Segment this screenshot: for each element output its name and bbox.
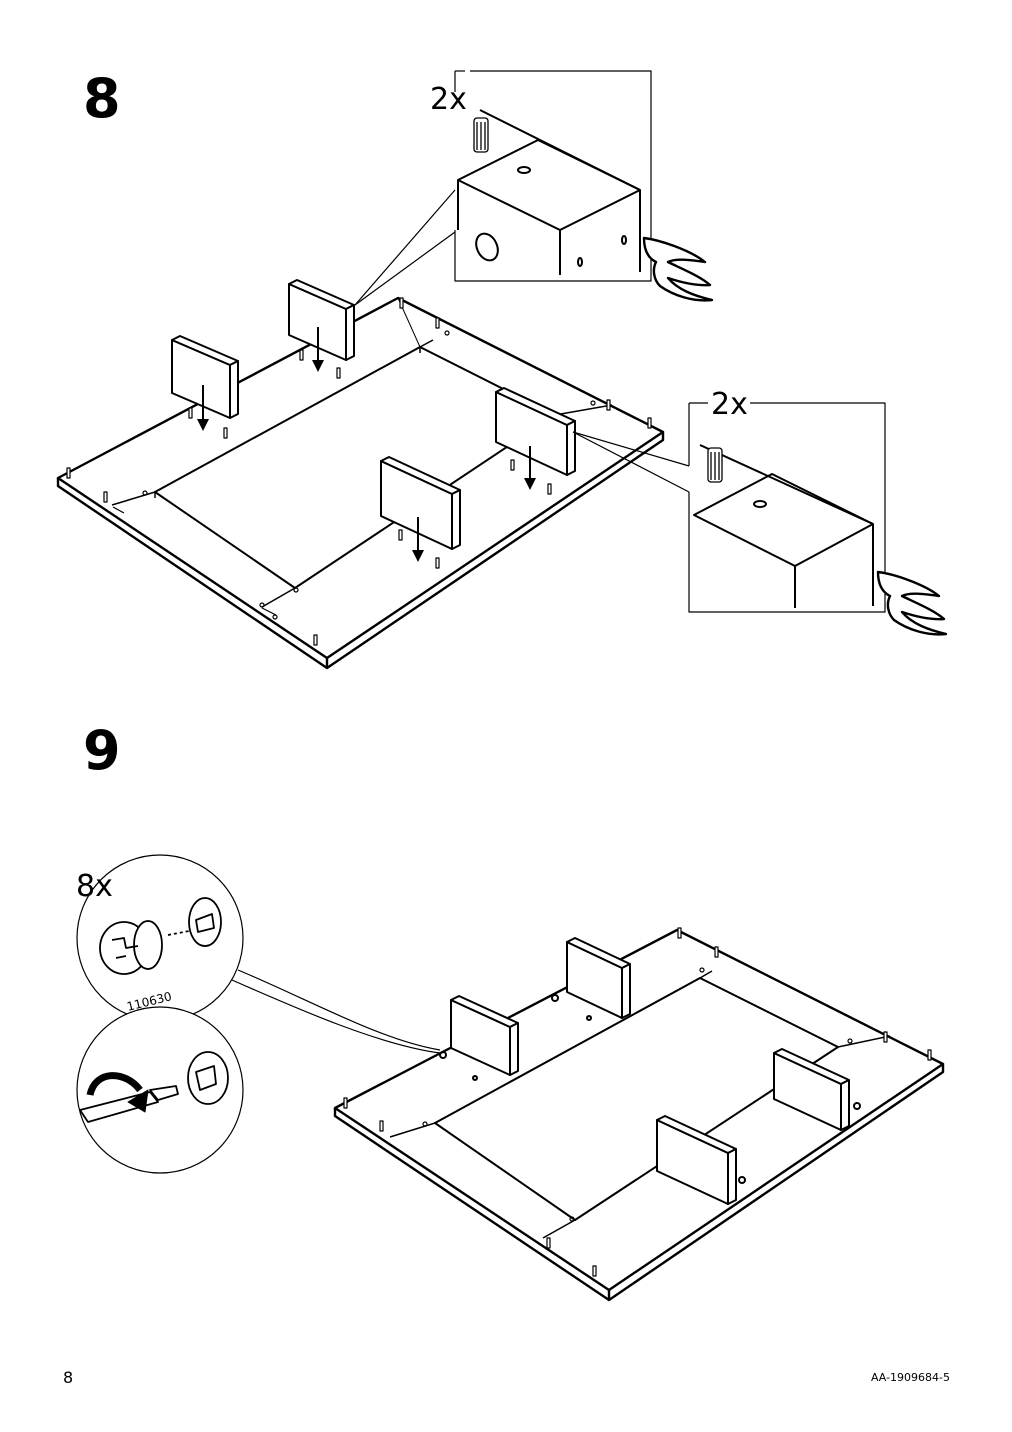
step-8-illustration bbox=[56, 70, 948, 670]
step-8-number: 8 bbox=[83, 67, 121, 130]
callout-detail-1 bbox=[354, 70, 714, 306]
standing-block-1 bbox=[439, 995, 519, 1081]
dowel-pins bbox=[66, 297, 652, 646]
support-block-4 bbox=[380, 456, 461, 562]
step-9-illustration bbox=[76, 854, 945, 1302]
standing-block-2 bbox=[551, 937, 631, 1021]
support-block-1 bbox=[171, 335, 239, 431]
pointing-hand-icon-2 bbox=[876, 570, 948, 636]
cam-lock-callout bbox=[76, 854, 441, 1054]
cam-lock-icon bbox=[99, 897, 222, 975]
screwdriver-callout bbox=[76, 1006, 244, 1174]
standing-block-3 bbox=[656, 1115, 746, 1205]
base-frame bbox=[56, 296, 665, 670]
callout-2-dowel-icon bbox=[707, 447, 723, 483]
support-block-2 bbox=[288, 279, 355, 372]
document-code: AA-1909684-5 bbox=[870, 1371, 950, 1384]
page-number: 8 bbox=[63, 1368, 74, 1387]
dowel-pins-9 bbox=[343, 927, 932, 1277]
cam-lock-quantity: 8x bbox=[76, 869, 113, 904]
callout-2-quantity: 2x bbox=[711, 387, 748, 422]
callout-detail-2 bbox=[572, 402, 948, 636]
step-9-number: 9 bbox=[83, 719, 121, 782]
callout-1-dowel-icon bbox=[473, 117, 489, 153]
standing-block-4 bbox=[773, 1048, 861, 1131]
support-block-3 bbox=[495, 387, 576, 490]
rotate-arrow-icon bbox=[86, 1072, 149, 1113]
pointing-hand-icon-1 bbox=[642, 236, 714, 302]
base-frame-9 bbox=[333, 928, 945, 1302]
callout-1-quantity: 2x bbox=[430, 82, 467, 117]
